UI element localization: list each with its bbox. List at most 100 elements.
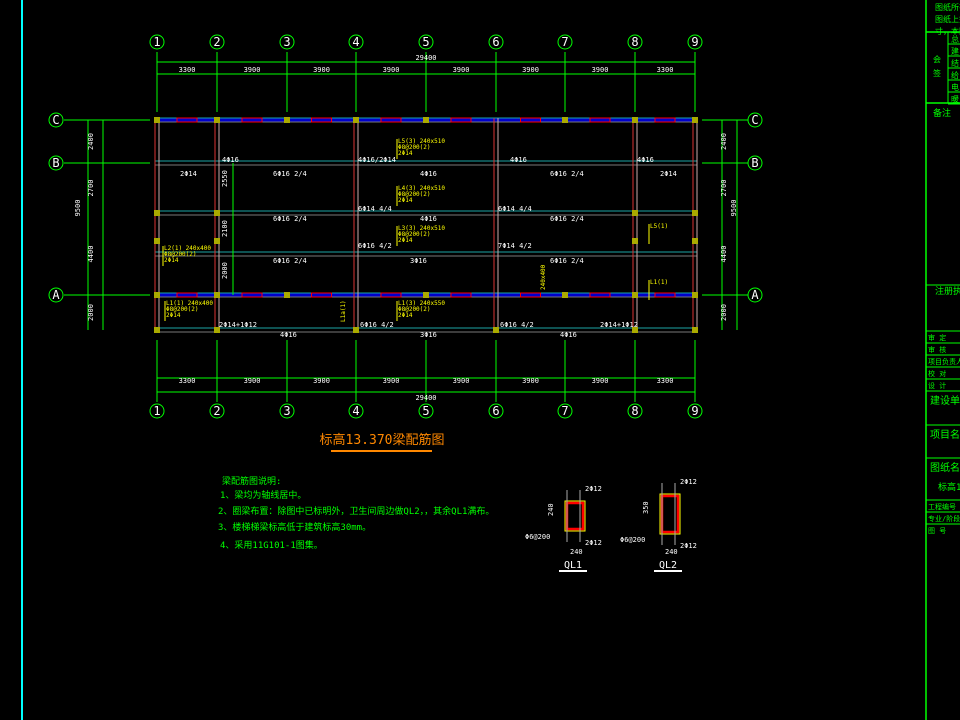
role-label: 校 对 <box>928 369 946 378</box>
axis-bubble <box>279 403 295 419</box>
column <box>632 292 638 298</box>
beam-tag: L2(1) 240x400 <box>164 245 211 252</box>
ring-beam-sections: 2Φ122Φ12Φ6@200240240QL12Φ122Φ12Φ6@200240… <box>525 478 697 572</box>
axis-bubble <box>418 34 434 50</box>
beam-label: 3Φ16 <box>410 257 427 265</box>
title-block-line: 图纸所有 <box>935 2 960 12</box>
total-dimension: 29400 <box>415 394 436 402</box>
title-block: 图纸所有图纸上签字寸，本图未会签总建结给电暖备注注册执业审 定审 核项目负责人校… <box>925 0 960 720</box>
width-dim: 240 <box>665 548 678 556</box>
beam-label: 6Φ16 4/2 <box>500 321 534 329</box>
sign-row: 暖 <box>951 95 959 104</box>
axis-label: 2 <box>213 35 220 49</box>
axis-label: 7 <box>561 404 568 418</box>
axis-label: 1 <box>153 35 160 49</box>
window-opening <box>380 117 402 123</box>
column <box>692 238 698 244</box>
client-label: 建设单位 <box>930 394 960 407</box>
window-opening <box>450 292 472 298</box>
beam-label: 2Φ14 <box>180 170 197 178</box>
side-total: 9500 <box>730 200 738 217</box>
window-opening <box>589 117 611 123</box>
height-dim: 350 <box>642 501 650 514</box>
span-dimension: 3900 <box>453 377 470 385</box>
total-dimension: 29400 <box>415 54 436 62</box>
beam-label: 3Φ16 <box>420 331 437 339</box>
window-opening <box>311 292 332 298</box>
axis-label: 6 <box>492 35 499 49</box>
axis-bubble <box>627 34 643 50</box>
window-opening <box>241 117 263 123</box>
axis-label: C <box>52 113 59 127</box>
info-row: 图 号 <box>928 527 946 535</box>
window-opening <box>176 292 198 298</box>
column <box>214 117 220 123</box>
axis-bubble <box>418 403 434 419</box>
beam-label: 4Φ16 <box>510 156 527 164</box>
axis-bubble <box>48 155 64 171</box>
axis-bubble <box>687 403 703 419</box>
window-opening <box>589 292 611 298</box>
bar-tag: 2Φ14 <box>166 312 181 319</box>
beam-label: 6Φ16 2/4 <box>273 215 307 223</box>
bar-tag: 2Φ14 <box>398 150 413 157</box>
project-label: 项目名称 <box>930 428 960 441</box>
axis-bubble <box>348 403 364 419</box>
column <box>632 238 638 244</box>
beam-tag: L4(3) 240x510 <box>398 185 445 192</box>
beam-tag: L1(1) <box>650 279 668 286</box>
axis-label: 7 <box>561 35 568 49</box>
axis-bubble <box>687 34 703 50</box>
top-bars: 2Φ12 <box>585 485 602 493</box>
title-text: 标高13.370梁配筋图 <box>320 432 445 448</box>
beam-label: 2Φ14+1Φ12 <box>219 321 257 329</box>
role-label: 项目负责人 <box>928 357 960 366</box>
beam-label: 2Φ14 <box>660 170 677 178</box>
title-block-line: 图纸上签字 <box>935 14 960 24</box>
axis-bubble <box>209 403 225 419</box>
beam-label: 2Φ14+1Φ12 <box>600 321 638 329</box>
stirrup-tag: Φ8@200(2) <box>166 306 199 313</box>
beam-tag: L1(1) 240x400 <box>166 300 213 307</box>
span-dimension: 3300 <box>657 66 674 74</box>
axis-bubble <box>488 403 504 419</box>
top-bars: 2Φ12 <box>680 478 697 486</box>
axis-bubble <box>48 287 64 303</box>
beam-label: 6Φ16 2/4 <box>273 170 307 178</box>
beam-label: 6Φ16 4/2 <box>358 242 392 250</box>
column <box>562 117 568 123</box>
beam-label: 6Φ16 4/2 <box>360 321 394 329</box>
axis-label: A <box>52 288 60 302</box>
sign-row: 结 <box>951 58 959 68</box>
column <box>154 238 160 244</box>
beam-label: 6Φ16 2/4 <box>550 257 584 265</box>
window-opening <box>311 117 332 123</box>
axis-bubble <box>488 34 504 50</box>
stirrup: Φ6@200 <box>525 533 550 541</box>
side-dimension: 2700 <box>720 180 728 197</box>
window-opening <box>176 117 198 123</box>
info-row: 工程编号 <box>928 502 956 511</box>
span-dimension: 3300 <box>657 377 674 385</box>
window-opening <box>380 292 402 298</box>
column <box>154 327 160 333</box>
beam-tag: L1(3) 240x550 <box>398 300 445 307</box>
rebar-cage <box>660 494 680 534</box>
axis-label: B <box>751 156 758 170</box>
beam-tag: L1a(1) <box>340 300 347 322</box>
axis-label: 5 <box>422 404 429 418</box>
side-dimension: 2000 <box>87 304 95 321</box>
axis-bubble <box>627 403 643 419</box>
bar-tag: 2Φ14 <box>398 312 413 319</box>
stamp-label: 注册执业 <box>935 285 960 297</box>
side-dimension: 4400 <box>87 246 95 263</box>
beam-label: 6Φ16 2/4 <box>273 257 307 265</box>
span-dimension: 3900 <box>592 377 609 385</box>
section-outline <box>659 493 681 535</box>
side-total: 9500 <box>74 200 82 217</box>
side-dimension: 2400 <box>720 133 728 150</box>
side-dimension: 2000 <box>720 304 728 321</box>
column <box>353 117 359 123</box>
stirrup-tag: Φ8@200(2) <box>398 231 431 238</box>
beam-label: 6Φ16 2/4 <box>550 170 584 178</box>
